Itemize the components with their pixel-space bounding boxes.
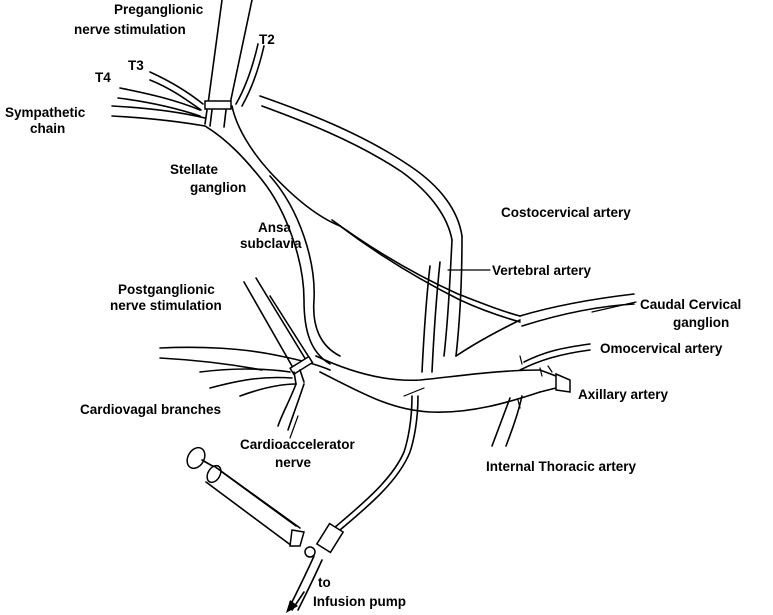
label-preganglionic-line2: nerve stimulation: [74, 22, 186, 37]
label-cardioaccelerator-line1: Cardioaccelerator: [240, 437, 356, 452]
label-ansa-line2: subclavia: [240, 236, 302, 251]
label-axillary: Axillary artery: [578, 387, 669, 402]
infusion-catheter: [286, 388, 424, 613]
sympathetic-chain: [112, 44, 340, 226]
subclavian-axillary-artery: [316, 294, 634, 446]
label-omocervical: Omocervical artery: [600, 341, 723, 356]
label-t2: T2: [259, 32, 275, 47]
label-t3: T3: [128, 58, 144, 73]
label-caudal-line1: Caudal Cervical: [640, 297, 741, 312]
preganglionic-electrode: [205, 0, 252, 127]
label-ansa-line1: Ansa: [258, 220, 292, 235]
label-internal-thoracic: Internal Thoracic artery: [486, 459, 637, 474]
label-preganglionic-line1: Preganglionic: [114, 2, 204, 17]
label-vertebral: Vertebral artery: [492, 263, 592, 278]
label-sympathetic-line2: chain: [30, 121, 65, 136]
label-cardioaccelerator-line2: nerve: [275, 455, 312, 470]
labels: Preganglionic nerve stimulation T2 T3 T4…: [5, 2, 741, 609]
label-postganglionic-line2: nerve stimulation: [110, 298, 222, 313]
label-to: to: [318, 575, 331, 590]
label-cardiovagal: Cardiovagal branches: [80, 402, 221, 417]
label-sympathetic-line1: Sympathetic: [5, 105, 86, 120]
label-caudal-line2: ganglion: [673, 315, 729, 330]
label-stellate-line2: ganglion: [190, 180, 246, 195]
label-infusion-pump: Infusion pump: [313, 594, 406, 609]
label-t4: T4: [95, 70, 111, 85]
label-costocervical: Costocervical artery: [501, 205, 631, 220]
label-postganglionic-line1: Postganglionic: [118, 282, 215, 297]
label-stellate-line1: Stellate: [170, 162, 219, 177]
